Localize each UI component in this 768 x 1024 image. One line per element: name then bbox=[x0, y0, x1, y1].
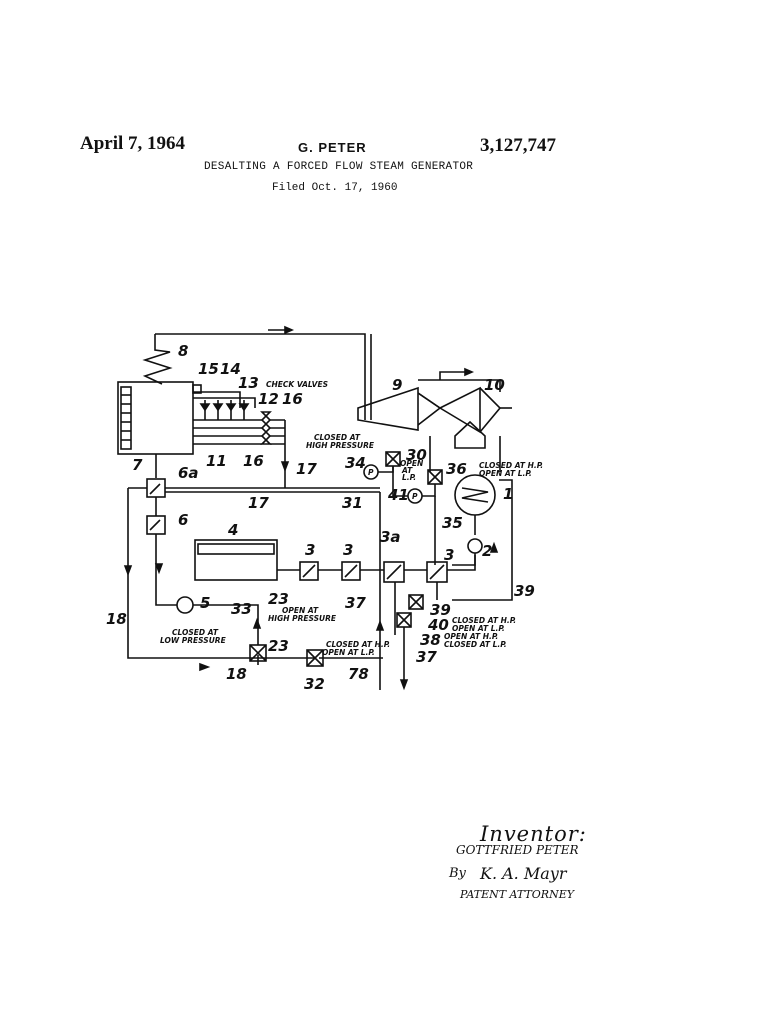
flow-arrows bbox=[123, 461, 499, 672]
valve-34-note-b: AT bbox=[401, 466, 413, 475]
label-14: 14 bbox=[220, 360, 241, 378]
piping-network bbox=[127, 454, 383, 690]
label-12: 12 bbox=[258, 390, 279, 408]
label-3d: 3a bbox=[380, 528, 401, 546]
label-7: 7 bbox=[132, 456, 143, 474]
label-39b: 39 bbox=[430, 601, 451, 619]
label-10: 10 bbox=[484, 376, 505, 394]
label-3c: 3 bbox=[444, 546, 454, 564]
label-37a: 37 bbox=[345, 594, 366, 612]
inventor-heading: Inventor: bbox=[480, 822, 587, 846]
label-4: 4 bbox=[227, 521, 238, 539]
label-32: 32 bbox=[304, 675, 325, 693]
label-41: 41 bbox=[387, 486, 409, 504]
valve-5-note-a: CLOSED AT bbox=[172, 628, 219, 637]
label-30: 30 bbox=[406, 446, 427, 464]
valve-30-note-a: CLOSED AT bbox=[314, 433, 361, 442]
control-valves bbox=[363, 451, 443, 691]
label-11: 11 bbox=[206, 452, 227, 470]
attorney-signature: K. A. Mayr bbox=[480, 864, 567, 883]
label-3b: 3 bbox=[343, 541, 353, 559]
valve-34-note-a: OPEN bbox=[400, 459, 424, 468]
valve-38-note-a: OPEN AT H.P. bbox=[444, 632, 498, 641]
valve-40-note-b: OPEN AT L.P. bbox=[452, 624, 505, 633]
reference-numerals: 8 15 14 13 12 16 11 16 7 6a 6 17 17 31 4… bbox=[106, 342, 535, 693]
label-1: 1 bbox=[503, 485, 513, 503]
label-16b: 16 bbox=[243, 452, 264, 470]
valve-38-note-b: CLOSED AT L.P. bbox=[444, 640, 507, 649]
label-17a: 17 bbox=[296, 460, 317, 478]
label-6a: 6a bbox=[178, 464, 199, 482]
label-17b: 17 bbox=[248, 494, 269, 512]
label-23b: 23 bbox=[268, 637, 289, 655]
label-36: 36 bbox=[446, 460, 467, 478]
label-13: 13 bbox=[238, 374, 259, 392]
label-33: 33 bbox=[231, 600, 252, 618]
filed-date: Filed Oct. 17, 1960 bbox=[272, 182, 398, 194]
check-valves-note: CHECK VALVES bbox=[266, 380, 328, 389]
attorney-role: PATENT ATTORNEY bbox=[460, 888, 574, 901]
main-steam-line bbox=[142, 325, 372, 420]
label-3a: 3 bbox=[305, 541, 315, 559]
valve-36-note-a: CLOSED AT H.P. bbox=[479, 461, 543, 470]
valve-30-note-b: HIGH PRESSURE bbox=[306, 441, 375, 450]
patent-number: 3,127,747 bbox=[480, 135, 556, 156]
label-31: 31 bbox=[342, 494, 363, 512]
label-6: 6 bbox=[178, 511, 188, 529]
inventor-name: GOTTFRIED PETER bbox=[456, 843, 579, 857]
valve-34-note-c: L.P. bbox=[402, 473, 416, 482]
heaters bbox=[194, 539, 476, 635]
valve-32-note-a: CLOSED AT H.P. bbox=[326, 640, 390, 649]
valve-33-note-b: HIGH PRESSURE bbox=[268, 614, 337, 623]
by-label: By bbox=[449, 866, 466, 881]
valve-32-note-b: OPEN AT L.P. bbox=[322, 648, 375, 657]
label-8: 8 bbox=[178, 342, 188, 360]
label-40: 40 bbox=[427, 616, 449, 634]
pump-34-symbol: P bbox=[368, 468, 374, 477]
label-15: 15 bbox=[198, 360, 219, 378]
label-35: 35 bbox=[442, 514, 463, 532]
label-18b: 18 bbox=[226, 665, 247, 683]
patent-date: April 7, 1964 bbox=[80, 133, 186, 154]
label-39a: 39 bbox=[514, 582, 535, 600]
valve-33-note-a: OPEN AT bbox=[282, 606, 319, 615]
valve-40-note-a: CLOSED AT H.P. bbox=[452, 616, 516, 625]
label-2: 2 bbox=[482, 542, 492, 560]
turbine bbox=[357, 367, 512, 472]
label-37b: 37 bbox=[416, 648, 437, 666]
valve-annotations: CHECK VALVES CLOSED AT HIGH PRESSURE OPE… bbox=[160, 380, 543, 657]
patent-title: DESALTING A FORCED FLOW STEAM GENERATOR bbox=[204, 161, 474, 173]
label-5: 5 bbox=[200, 594, 210, 612]
label-9: 9 bbox=[392, 376, 402, 394]
check-valve-manifold bbox=[192, 384, 286, 488]
valve-5-note-b: LOW PRESSURE bbox=[160, 636, 227, 645]
label-23a: 23 bbox=[268, 590, 289, 608]
inventor-header: G. PETER bbox=[298, 140, 367, 155]
pump-41-symbol: P bbox=[412, 492, 418, 501]
label-34: 34 bbox=[345, 454, 366, 472]
label-38: 38 bbox=[420, 631, 441, 649]
label-78: 78 bbox=[348, 665, 369, 683]
boiler bbox=[117, 381, 194, 455]
valve-36-note-b: OPEN AT L.P. bbox=[479, 469, 532, 478]
label-16a: 16 bbox=[282, 390, 303, 408]
label-18a: 18 bbox=[106, 610, 127, 628]
